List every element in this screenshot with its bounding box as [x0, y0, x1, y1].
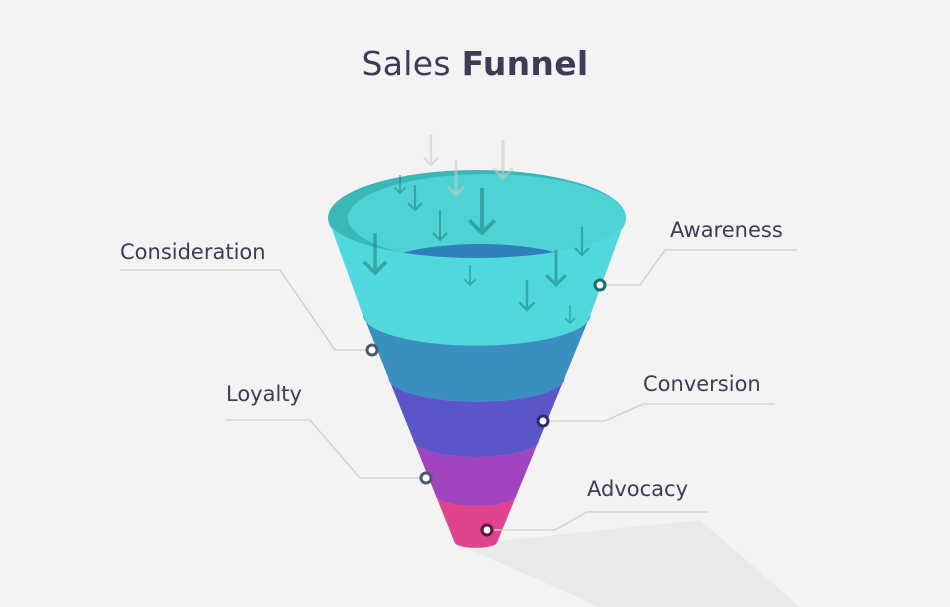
funnel-band-shade	[328, 218, 626, 346]
arrow-down-icon	[518, 280, 536, 312]
funnel-band-shade	[363, 315, 591, 402]
arrow-down-icon	[492, 140, 514, 181]
arrow-down-icon	[407, 185, 423, 212]
label-conversion: Conversion	[643, 372, 761, 396]
arrow-down-icon	[393, 175, 407, 195]
connector-line	[600, 249, 797, 286]
label-loyalty: Loyalty	[226, 382, 302, 406]
title-bold: Funnel	[461, 44, 589, 83]
arrow-down-icon	[362, 233, 388, 276]
funnel-band-shade	[435, 495, 517, 548]
label-awareness: Awareness	[670, 218, 783, 242]
connector-dot	[419, 471, 433, 485]
connector-dot	[593, 278, 607, 292]
arrow-down-icon	[432, 210, 448, 242]
label-consideration: Consideration	[120, 240, 266, 264]
arrow-down-icon	[463, 265, 477, 287]
funnel-rim-highlight	[348, 174, 626, 262]
arrow-down-icon	[574, 227, 590, 257]
title-regular: Sales	[361, 44, 451, 83]
connector-line	[226, 419, 426, 479]
funnel-band-shade	[413, 440, 540, 506]
page-title: Sales Funnel	[0, 44, 950, 83]
connector-line	[487, 511, 708, 531]
connector-dot	[480, 523, 494, 537]
funnel-shadow	[460, 520, 800, 607]
label-advocacy: Advocacy	[587, 477, 688, 501]
connector-line	[543, 403, 775, 422]
connector-dot	[365, 343, 379, 357]
funnel-band-shade	[388, 378, 565, 457]
connector-line	[120, 269, 372, 351]
arrow-down-icon	[423, 135, 439, 167]
connector-dot	[536, 414, 550, 428]
arrow-down-icon	[446, 160, 466, 197]
arrow-down-icon	[467, 188, 497, 236]
arrow-down-icon	[545, 250, 567, 288]
arrow-down-icon	[564, 305, 576, 325]
